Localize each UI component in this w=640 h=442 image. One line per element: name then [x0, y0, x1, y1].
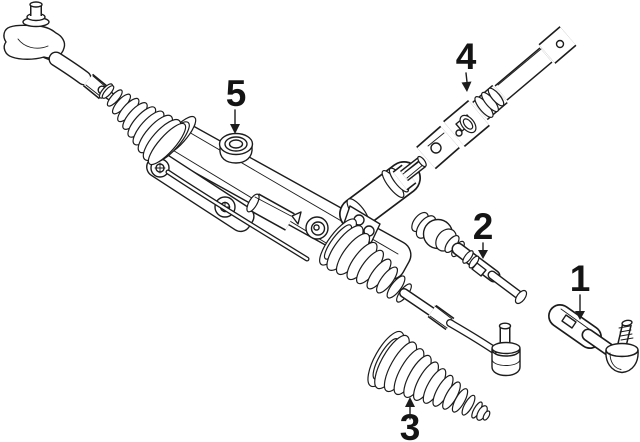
- callout-1-label[interactable]: 1: [570, 258, 591, 299]
- callout-2[interactable]: 2: [473, 206, 494, 259]
- callout-1[interactable]: 1: [570, 258, 591, 320]
- steering-gear-assembly[interactable]: [3, 1, 521, 377]
- callout-4-label[interactable]: 4: [456, 36, 477, 77]
- inner-tie-rod-part[interactable]: [409, 210, 529, 306]
- callout-4-arrowhead: [461, 81, 472, 92]
- left-bellows: [98, 83, 187, 166]
- callout-5[interactable]: 5: [226, 73, 247, 134]
- callout-5-arrowhead: [230, 124, 240, 134]
- callout-3-label[interactable]: 3: [400, 407, 421, 442]
- steering-shaft-coupling-part[interactable]: [426, 36, 568, 158]
- outer-tie-rod-end-part[interactable]: [560, 309, 639, 374]
- callout-1-arrowhead: [575, 311, 585, 320]
- left-tie-rod: [3, 1, 110, 96]
- callout-3-arrowhead: [405, 397, 415, 407]
- callout-4-leader: [465, 72, 468, 83]
- ball-stud: [29, 1, 43, 16]
- callout-3[interactable]: 3: [400, 397, 421, 442]
- callout-4[interactable]: 4: [456, 36, 477, 92]
- right-tie-rod: [404, 293, 521, 377]
- steering-gear-boot-part[interactable]: [361, 327, 491, 422]
- valve-housing: [343, 155, 428, 244]
- right-bellows: [319, 218, 412, 303]
- input-shaft-splines: [403, 155, 428, 178]
- mounting-boss: [218, 132, 254, 164]
- ball-stud: [619, 320, 634, 345]
- callout-5-label[interactable]: 5: [226, 73, 247, 114]
- callout-2-arrowhead: [478, 250, 488, 259]
- callout-2-label[interactable]: 2: [473, 206, 494, 247]
